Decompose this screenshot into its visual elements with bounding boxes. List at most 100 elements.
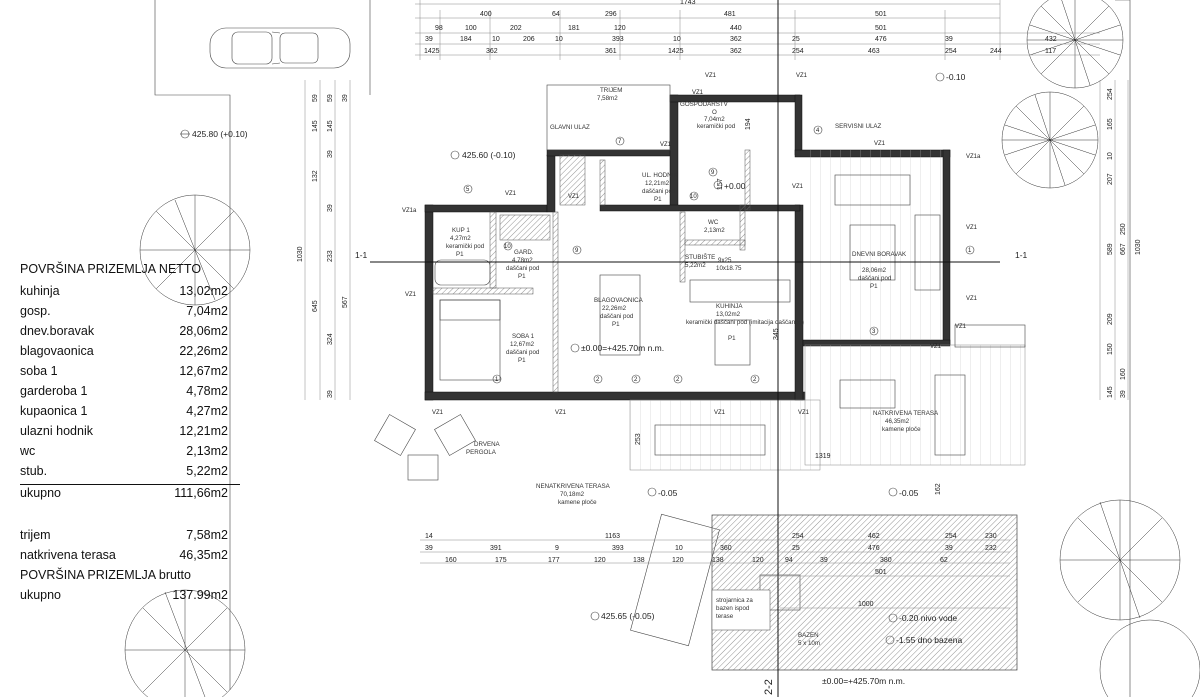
room-open-terrace-name: NENATKRIVENA TERASA <box>536 483 611 490</box>
dim: 324 <box>327 333 334 345</box>
area-value: 12,21m2 <box>179 424 228 438</box>
dim: 440 <box>730 25 742 32</box>
dim: 209 <box>1107 313 1114 325</box>
dim: 10 <box>1107 152 1114 160</box>
dim: 1425 <box>668 48 684 55</box>
dim: 202 <box>510 25 522 32</box>
area-name: garderoba 1 <box>20 384 88 398</box>
room-kitchen-name: KUHINJA <box>716 303 743 310</box>
room-hodnik-floor: daščani pod <box>642 188 676 195</box>
dim: 393 <box>612 36 624 43</box>
level-bottom: ±0.00=+425.70m n.m. <box>822 676 905 686</box>
right-dims-text: 254 165 10 207 589 209 150 160 145 39 10… <box>1107 88 1142 398</box>
dim: 39 <box>342 94 349 102</box>
vz-label: VZ1 <box>798 410 810 416</box>
dim: 94 <box>785 557 793 564</box>
vz-label: VZ1 <box>966 225 978 231</box>
dim: 253 <box>635 433 642 445</box>
furniture <box>374 174 966 647</box>
area-value: 137.99m2 <box>172 588 228 602</box>
dim: 481 <box>724 11 736 18</box>
room-gosp-name: GOSPODARSTV <box>680 101 729 108</box>
dim: 244 <box>990 48 1002 55</box>
dim: 98 <box>435 25 443 32</box>
dim: 157 <box>717 178 724 190</box>
dim: 1425 <box>424 48 440 55</box>
area-name: ukupno <box>20 486 62 500</box>
left-dims-text: 59 59 39 145 145 39 132 39 233 1030 567 … <box>297 94 349 398</box>
dim: 62 <box>940 557 948 564</box>
dim-total: 1743 <box>680 0 696 6</box>
dim: 39 <box>1120 390 1127 398</box>
dim: 476 <box>868 545 880 552</box>
area-table-title-net: POVRŠINA PRIZEMLJA NETTO <box>20 262 202 276</box>
dim: 138 <box>633 557 645 564</box>
room-trijem-area: 7,58m2 <box>597 95 618 102</box>
area-table-title-brutto: POVRŠINA PRIZEMLJA brutto <box>20 568 191 582</box>
dim: 206 <box>523 36 535 43</box>
level-l2: 425.60 (-0.10) <box>462 150 516 160</box>
dim: 589 <box>1107 243 1114 255</box>
area-name: natkrivena terasa <box>20 548 116 562</box>
room-living-floor: daščani pod <box>858 275 892 282</box>
pergola-area <box>629 399 821 471</box>
room-living-name: DNEVNI BORAVAK <box>852 251 907 258</box>
room-hodnik-name: UL. HODNIK <box>642 172 678 179</box>
dim: 39 <box>327 204 334 212</box>
room-kup-code: P1 <box>456 251 464 258</box>
label-pergola: DRVENA <box>474 441 501 448</box>
room-bedroom-name: SOBA 1 <box>512 333 535 340</box>
dim: 10 <box>555 36 563 43</box>
door-number: 2 <box>753 377 757 383</box>
dim: 645 <box>312 300 319 312</box>
dim: 232 <box>985 545 997 552</box>
level-markers: 425.80 (+0.10) 425.60 (-0.10) +0.00 -0.1… <box>180 72 966 686</box>
dim: 160 <box>1120 368 1127 380</box>
area-name: ulazni hodnik <box>20 424 93 438</box>
dim: 1000 <box>858 601 874 608</box>
level-l4: -0.10 <box>946 72 966 82</box>
room-hodnik-area: 12,21m2 <box>645 180 670 187</box>
room-gard-name: GARD. <box>514 249 534 256</box>
dim: 10 <box>492 36 500 43</box>
dim: 254 <box>1107 88 1114 100</box>
vz-label: VZ1 <box>714 410 726 416</box>
dim: 207 <box>1107 173 1114 185</box>
room-terrace-floor: kamene ploče <box>882 426 921 433</box>
covered-terrace-south <box>804 344 1026 466</box>
vz-label: VZ1 <box>405 292 417 298</box>
dim: 230 <box>985 533 997 540</box>
dim: 25 <box>792 545 800 552</box>
room-hodnik-code: P1 <box>654 196 662 203</box>
level-pool-bottom: -1.55 dno bazena <box>896 635 962 645</box>
dim: 59 <box>327 94 334 102</box>
vz-label: VZ1 <box>966 296 978 302</box>
area-value: 12,67m2 <box>179 364 228 378</box>
area-value: 4,78m2 <box>186 384 228 398</box>
vz-label: VZ1 <box>955 324 967 330</box>
vz-label: VZ1 <box>796 73 808 79</box>
room-bedroom-code: P1 <box>518 357 526 364</box>
room-dining-area: 22,26m2 <box>602 305 627 312</box>
table-row: gosp.7,04m2 <box>20 304 240 324</box>
dim: 59 <box>312 94 319 102</box>
vz-label: VZ1 <box>930 344 942 350</box>
area-value: 4,27m2 <box>186 404 228 418</box>
room-terrace-area: 46,35m2 <box>885 418 910 425</box>
room-open-terrace-floor: kamene ploče <box>558 499 597 506</box>
dim: 501 <box>875 25 887 32</box>
door-number: 9 <box>575 248 579 254</box>
door-number: 2 <box>676 377 680 383</box>
dim: 150 <box>1107 343 1114 355</box>
dim: 165 <box>1107 118 1114 130</box>
dim: 184 <box>460 36 472 43</box>
dim: 254 <box>945 48 957 55</box>
vz-label: VZ1 <box>568 194 580 200</box>
dim: 345 <box>773 328 780 340</box>
